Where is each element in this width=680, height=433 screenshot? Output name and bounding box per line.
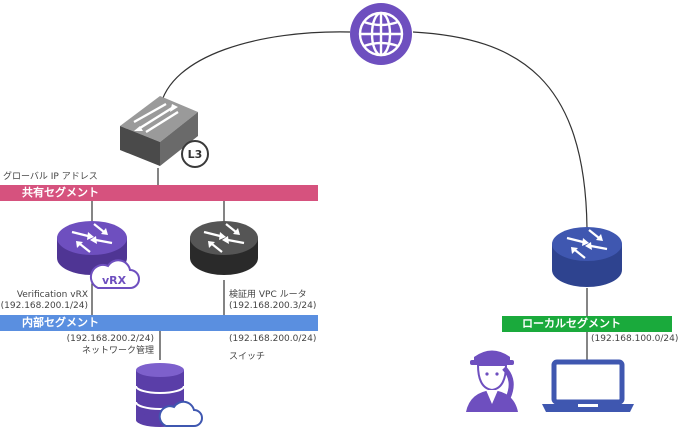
vrx-router-icon[interactable]: vRX (57, 221, 140, 289)
user-icon (466, 350, 518, 412)
network-mgmt-name-label: ネットワーク管理 (81, 346, 154, 356)
local-segment-label: ローカルセグメント (522, 317, 621, 330)
vrx-cloud-badge: vRX (89, 259, 140, 289)
internal-segment-bar[interactable]: 内部セグメント (0, 315, 318, 331)
cloud-icon (158, 400, 203, 427)
connection-lines (91, 31, 588, 362)
internal-switch-ip-label: (192.168.200.0/24) (229, 334, 317, 344)
l3-switch-icon[interactable]: L3 (120, 96, 209, 168)
vpc-router-name-label: 検証用 VPC ルータ (229, 290, 307, 300)
local-segment-bar[interactable]: ローカルセグメント (502, 316, 672, 332)
vrx-badge-text: vRX (102, 274, 127, 287)
laptop-icon (542, 359, 634, 412)
vrx-name-label: Verification vRX (16, 290, 88, 300)
global-ip-label: グローバル IP アドレス (3, 172, 98, 182)
l3-badge-text: L3 (188, 148, 203, 161)
shared-segment-bar[interactable]: 共有セグメント (0, 185, 318, 201)
vrx-ip-label: (192.168.200.1/24) (0, 301, 88, 311)
vpc-router-ip-label: (192.168.200.3/24) (229, 301, 317, 311)
internal-segment-label: 内部セグメント (22, 316, 99, 329)
globe-to-local-router-line (412, 31, 588, 229)
local-router-icon[interactable] (552, 227, 622, 287)
vpc-router-icon[interactable] (190, 221, 258, 275)
network-mgmt-ip-label: (192.168.200.2/24) (66, 334, 154, 344)
globe-to-l3-line (159, 31, 351, 109)
internal-switch-name-label: スイッチ (229, 352, 266, 362)
globe-icon (350, 3, 412, 65)
shared-segment-label: 共有セグメント (22, 186, 99, 199)
local-network-ip-label: (192.168.100.0/24) (591, 334, 679, 344)
